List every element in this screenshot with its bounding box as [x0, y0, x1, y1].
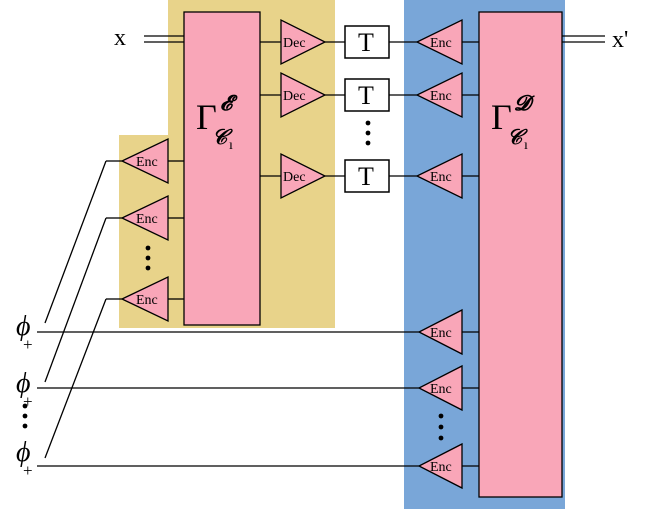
encoder-amplifier-label: Enc [430, 36, 452, 51]
encoder-ancilla-ellipsis [145, 245, 151, 271]
encoder-ancilla-1: Enc [106, 137, 184, 185]
encoder-amplifier-label: Enc [136, 293, 158, 308]
pair-wire [44, 217, 107, 383]
pair-wire [44, 160, 107, 324]
encoder-amplifier-label: Enc [136, 155, 158, 170]
encoder-amplifier-label: Enc [430, 89, 452, 104]
channel-label: T [358, 162, 374, 191]
encoder-amplifier-label: Enc [430, 326, 452, 341]
encoder-block-sub-index: ı [229, 138, 233, 153]
channel-box [344, 159, 390, 193]
output-label: x' [612, 27, 628, 53]
decoder-amplifier [280, 152, 327, 200]
encoder-block [183, 11, 261, 326]
channel-row-3: Dec T Enc [260, 152, 479, 200]
encoder-amplifier-label: Enc [430, 382, 452, 397]
decoder-amplifier-label: Dec [283, 36, 306, 51]
phi-symbol: ϕ [16, 437, 31, 468]
channel-box [344, 25, 390, 59]
phi-subscript: + [23, 461, 33, 480]
decoder-block-symbol: Γ [491, 97, 512, 137]
decoder-amplifier-label: Dec [283, 89, 306, 104]
phi-plus-row-2: ϕ + Enc [16, 364, 479, 412]
input-label: x [114, 25, 126, 51]
phi-plus-row-3: ϕ + Enc [16, 437, 479, 490]
decoder-block-sub-index: ı [524, 138, 528, 153]
encoder-ancilla-2: Enc [106, 194, 184, 242]
phi-plus-row-1: ϕ + Enc [16, 308, 479, 356]
decoder-block [478, 11, 563, 498]
encoder-block-symbol: Γ [196, 97, 217, 137]
encoder-amplifier-label: Enc [136, 212, 158, 227]
phi-subscript: + [23, 392, 33, 411]
decoder-ancilla-ellipsis [438, 413, 444, 441]
phi-ellipsis [22, 403, 28, 429]
decoder-amplifier [280, 71, 327, 119]
phi-symbol: ϕ [16, 311, 31, 342]
channel-ellipsis [365, 120, 371, 146]
encoder-ancilla-3: Enc [106, 275, 184, 323]
pair-wire [44, 298, 107, 459]
phi-subscript: + [23, 335, 33, 354]
channel-row-2: Dec T Enc [260, 71, 479, 119]
channel-label: T [358, 28, 374, 57]
decoder-amplifier [280, 18, 327, 66]
decoder-amplifier-label: Dec [283, 170, 306, 185]
encoder-amplifier-label: Enc [430, 460, 452, 475]
decoder-block-superscript: 𝓓 [514, 91, 535, 115]
channel-row-1: Dec T Enc [260, 18, 479, 66]
channel-label: T [358, 81, 374, 110]
encoder-amplifier-label: Enc [430, 170, 452, 185]
phi-symbol: ϕ [16, 368, 31, 399]
